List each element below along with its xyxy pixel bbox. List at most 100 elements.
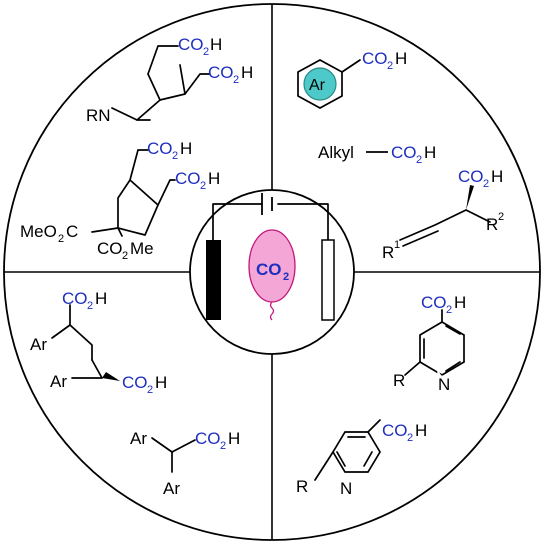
svg-text:2: 2 bbox=[200, 180, 206, 192]
svg-text:H: H bbox=[424, 143, 436, 162]
pyrrolidine-diacid: CO 2 H CO 2 H RN bbox=[86, 35, 253, 125]
svg-text:Alkyl: Alkyl bbox=[318, 143, 354, 162]
svg-text:2: 2 bbox=[147, 384, 153, 396]
nicotinic-acid: CO 2 H R N bbox=[296, 419, 427, 498]
svg-text:Ar: Ar bbox=[30, 335, 47, 354]
svg-text:2: 2 bbox=[416, 154, 422, 166]
svg-text:CO: CO bbox=[458, 167, 484, 186]
ester-bond-right bbox=[117, 227, 123, 237]
svg-text:2: 2 bbox=[220, 440, 226, 452]
wedge-lower bbox=[102, 372, 120, 381]
svg-text:CO: CO bbox=[362, 49, 388, 68]
alkyne-bond-2 bbox=[402, 230, 439, 247]
co2-subscript: 2 bbox=[283, 271, 289, 283]
svg-text:H: H bbox=[210, 35, 222, 54]
svg-text:CO: CO bbox=[421, 293, 447, 312]
svg-text:N: N bbox=[438, 375, 450, 394]
svg-text:H: H bbox=[180, 139, 192, 158]
circuit-wire-left bbox=[212, 203, 263, 241]
chiral-to-r2 bbox=[465, 209, 491, 223]
svg-text:H: H bbox=[241, 63, 253, 82]
svg-text:R: R bbox=[393, 371, 405, 390]
svg-text:CO: CO bbox=[208, 63, 234, 82]
svg-text:CO: CO bbox=[97, 239, 123, 258]
sacrificial-anode bbox=[206, 240, 221, 320]
electrochemical-cell: CO 2 bbox=[189, 189, 355, 355]
alkyne-bond-1 bbox=[399, 209, 467, 241]
svg-text:H: H bbox=[208, 169, 220, 188]
propargylic-acid: CO 2 H R 2 R 1 bbox=[382, 167, 504, 262]
svg-text:H: H bbox=[415, 421, 427, 440]
acetic-arm-upper bbox=[147, 45, 179, 75]
isonicotinic-r-bond bbox=[404, 361, 421, 376]
svg-text:CO: CO bbox=[62, 289, 88, 308]
pyridine-1-double-bonds bbox=[423, 325, 461, 372]
svg-text:CO: CO bbox=[391, 143, 417, 162]
nicotinic-acid-bond bbox=[367, 419, 381, 433]
pyridine-ring-2 bbox=[332, 431, 381, 473]
svg-text:H: H bbox=[228, 429, 240, 448]
svg-text:2: 2 bbox=[203, 46, 209, 58]
svg-text:C: C bbox=[66, 222, 78, 241]
svg-text:Ar: Ar bbox=[163, 479, 180, 498]
svg-text:R: R bbox=[382, 243, 394, 262]
svg-text:Ar: Ar bbox=[309, 77, 326, 94]
svg-text:R: R bbox=[486, 215, 498, 234]
diaryl-diacid: CO 2 H Ar Ar CO 2 H bbox=[30, 289, 167, 396]
acetic-arm-lower bbox=[184, 73, 211, 95]
co2h-a: CO bbox=[178, 35, 204, 54]
svg-text:R: R bbox=[296, 477, 308, 496]
svg-text:CO: CO bbox=[175, 169, 201, 188]
svg-text:CO: CO bbox=[382, 421, 408, 440]
circuit-wire-right bbox=[277, 203, 329, 241]
svg-text:N: N bbox=[340, 479, 352, 498]
svg-text:H: H bbox=[454, 293, 466, 312]
isonicotinic-acid: CO 2 H R N N bbox=[393, 293, 466, 397]
svg-text:2: 2 bbox=[498, 211, 504, 223]
svg-text:CO: CO bbox=[147, 139, 173, 158]
svg-text:2: 2 bbox=[122, 250, 128, 262]
svg-text:N: N bbox=[438, 375, 450, 394]
svg-text:2: 2 bbox=[172, 150, 178, 162]
svg-text:Ar: Ar bbox=[130, 429, 147, 448]
rn-label: RN bbox=[86, 106, 111, 125]
svg-text:H: H bbox=[491, 167, 503, 186]
svg-text:H: H bbox=[155, 373, 167, 392]
svg-text:CO: CO bbox=[195, 429, 221, 448]
svg-text:MeO: MeO bbox=[20, 222, 57, 241]
svg-text:2: 2 bbox=[87, 300, 93, 312]
aryl-cooh-bond bbox=[341, 59, 361, 73]
co2-label: CO bbox=[256, 260, 282, 279]
cyclopentane-ring bbox=[117, 179, 159, 236]
svg-text:Ar: Ar bbox=[50, 372, 67, 391]
svg-text:2: 2 bbox=[58, 233, 64, 245]
ester-bond-left bbox=[91, 227, 119, 233]
aryl-ball bbox=[303, 67, 337, 101]
pyridine-2-double-bonds bbox=[336, 436, 373, 467]
svg-text:2: 2 bbox=[387, 60, 393, 72]
wedge-bond bbox=[466, 185, 474, 210]
chain-upper bbox=[51, 324, 93, 361]
aryl-carboxylic-acid: Ar CO 2 H bbox=[297, 49, 407, 109]
cp-arm-upper bbox=[129, 149, 149, 181]
svg-text:CO: CO bbox=[122, 373, 148, 392]
svg-text:2: 2 bbox=[483, 178, 489, 190]
chain-lower bbox=[71, 359, 103, 379]
diaryl-acetic-acid: Ar CO 2 H Ar bbox=[130, 429, 240, 498]
svg-text:1: 1 bbox=[394, 239, 400, 251]
svg-text:Me: Me bbox=[130, 239, 154, 258]
cp-arm-lower bbox=[157, 179, 176, 206]
cathode bbox=[321, 239, 335, 321]
nicotinic-r-bond bbox=[314, 451, 334, 481]
svg-text:2: 2 bbox=[233, 74, 239, 86]
svg-text:H: H bbox=[395, 49, 407, 68]
balloon-string bbox=[269, 301, 275, 321]
svg-text:H: H bbox=[95, 289, 107, 308]
cyclopentane-diester: CO 2 H CO 2 H MeO 2 C CO 2 Me bbox=[20, 139, 220, 262]
alkyl-carboxylic-acid: Alkyl CO 2 H bbox=[318, 143, 436, 166]
diaryl-bond-top bbox=[151, 437, 196, 453]
pyridine-ring-1 bbox=[419, 321, 465, 376]
svg-text:2: 2 bbox=[407, 432, 413, 444]
